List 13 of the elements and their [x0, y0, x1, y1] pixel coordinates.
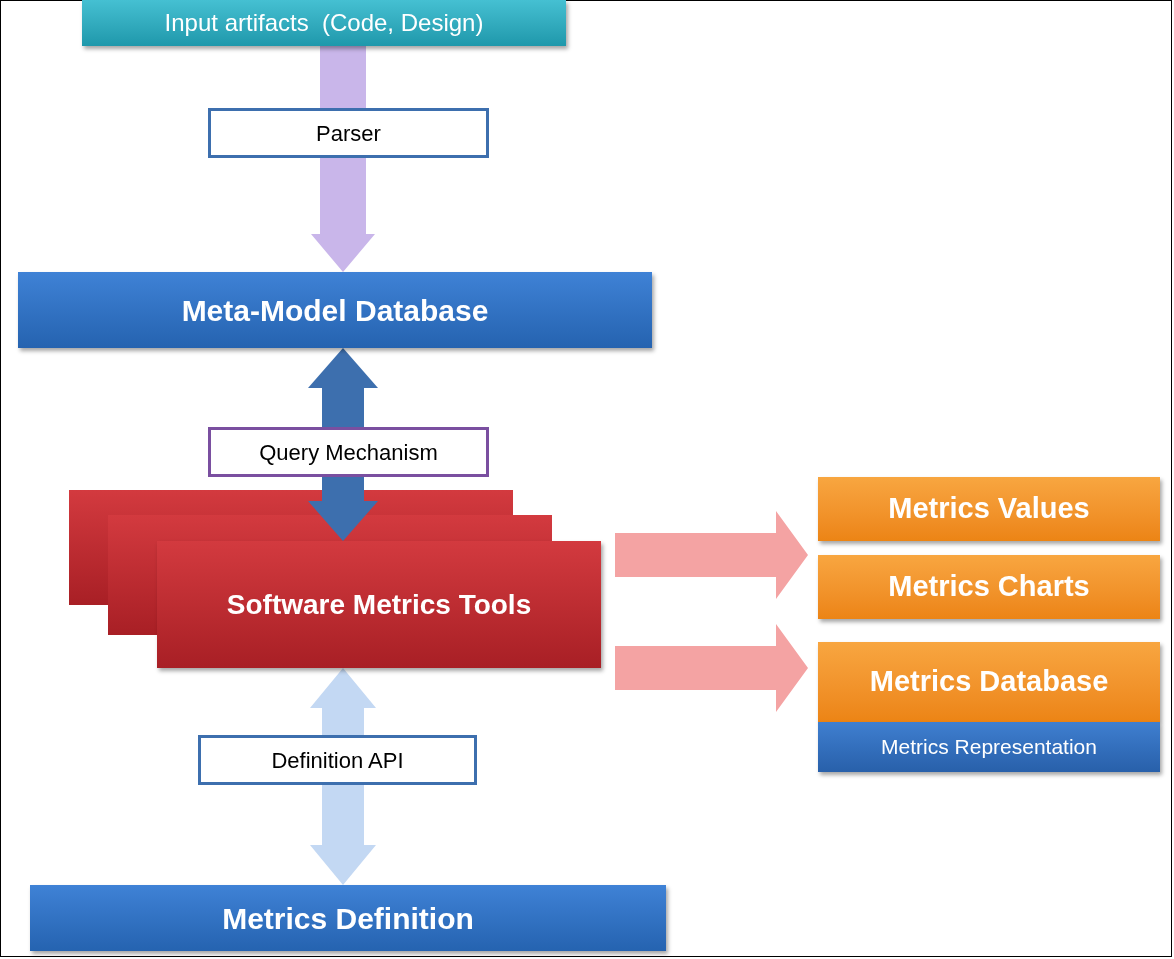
output-box: Metrics Values	[818, 477, 1160, 541]
edge-label: Definition API	[198, 735, 477, 785]
database-box: Meta-Model Database	[18, 272, 652, 348]
block-arrow	[615, 511, 808, 599]
input-box: Input artifacts (Code, Design)	[82, 0, 566, 46]
output-box: Metrics Database	[818, 642, 1160, 722]
edge-label: Query Mechanism	[208, 427, 489, 477]
block-arrow	[615, 624, 808, 712]
representation-bar: Metrics Representation	[818, 722, 1160, 772]
tool-card: Software Metrics Tools	[157, 541, 601, 668]
edge-label: Parser	[208, 108, 489, 158]
definition-box: Metrics Definition	[30, 885, 666, 951]
output-box: Metrics Charts	[818, 555, 1160, 619]
